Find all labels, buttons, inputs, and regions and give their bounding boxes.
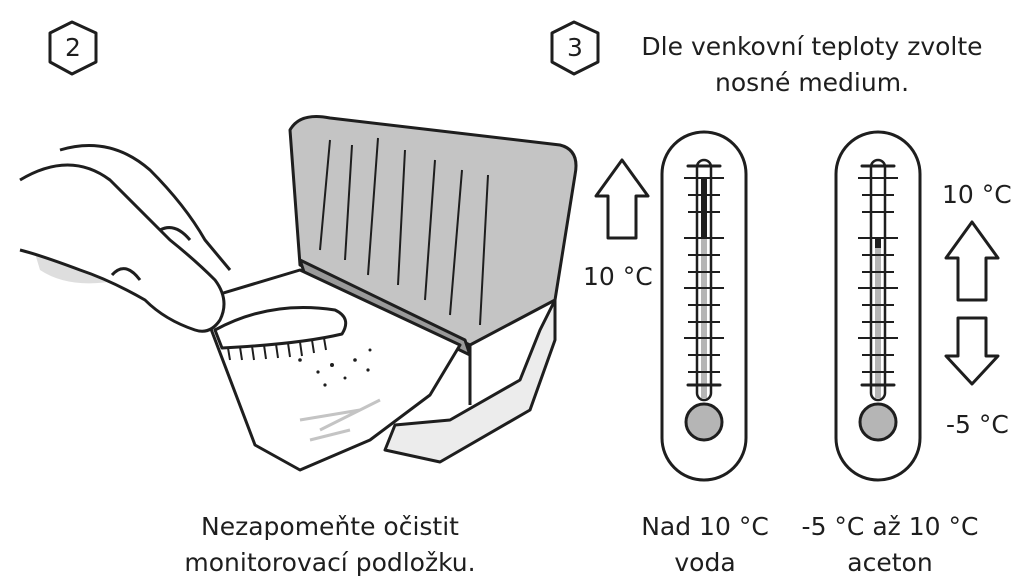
right-upper-label: 10 °C xyxy=(942,180,1012,209)
step-3-badge xyxy=(550,20,600,76)
thermometer-right xyxy=(834,130,922,482)
right-lower-label: -5 °C xyxy=(946,410,1009,439)
left-thermometer-caption-1: Nad 10 °C xyxy=(641,512,769,541)
instruction-line-1: Dle venkovní teploty zvolte xyxy=(641,32,983,61)
monitoring-pad-illustration xyxy=(19,115,578,472)
left-arrow-label: 10 °C xyxy=(583,262,653,291)
down-arrow-icon xyxy=(944,316,1000,386)
right-thermometer-caption-2: aceton xyxy=(847,548,933,577)
up-arrow-icon xyxy=(594,158,650,240)
step-2-badge xyxy=(48,20,98,76)
instruction-line-2: nosné medium. xyxy=(714,68,910,97)
step-2-caption-line-2: monitorovací podložku. xyxy=(184,548,476,577)
right-thermometer-caption-1: -5 °C až 10 °C xyxy=(801,512,979,541)
step-2-number: 2 xyxy=(65,33,81,62)
left-thermometer-caption-2: voda xyxy=(674,548,736,577)
step-2-caption-line-1: Nezapomeňte očistit xyxy=(201,512,459,541)
up-arrow-icon-right xyxy=(944,220,1000,302)
step-3-number: 3 xyxy=(567,33,583,62)
thermometer-left xyxy=(660,130,748,482)
